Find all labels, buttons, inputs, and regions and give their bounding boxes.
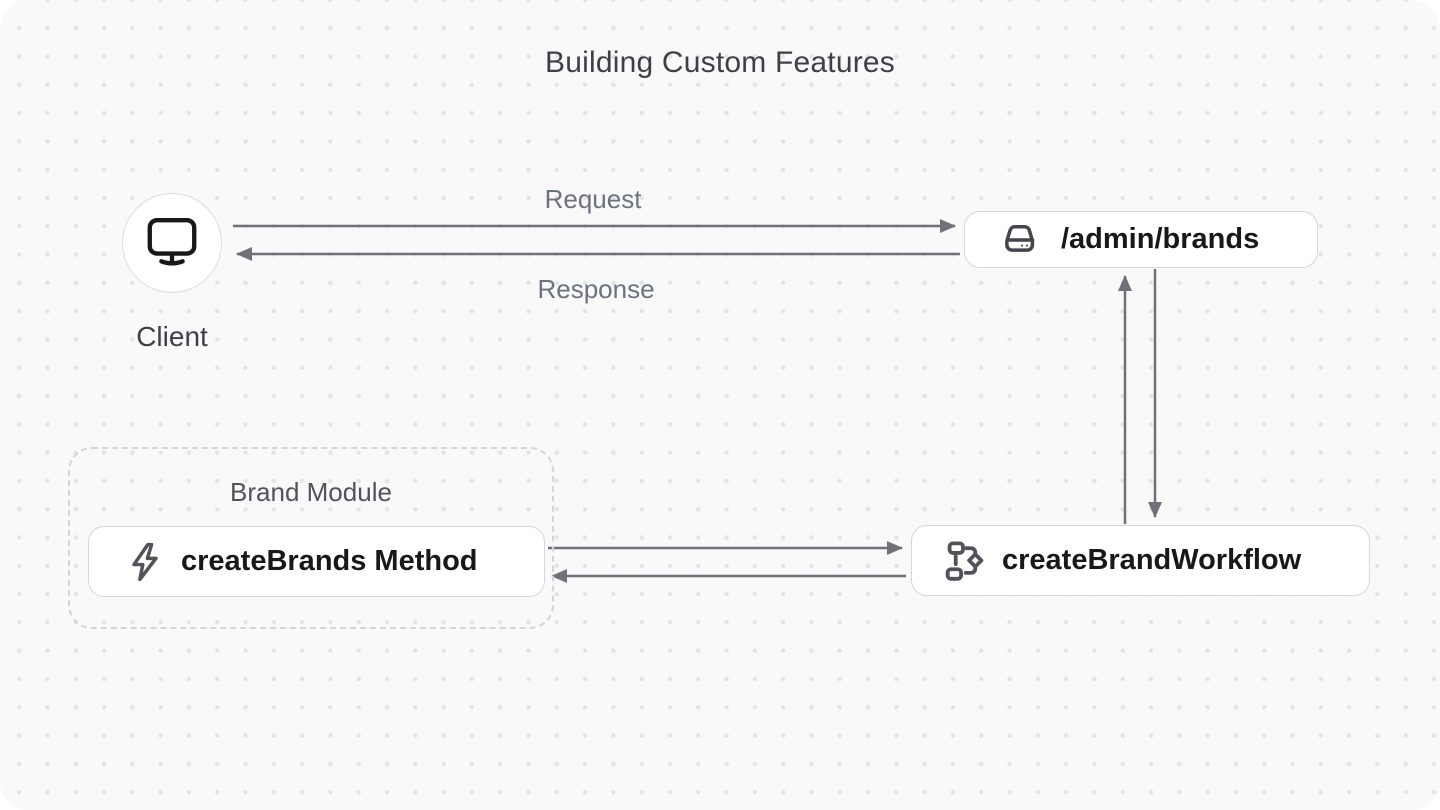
- create-brands-method-label: createBrands Method: [181, 545, 478, 577]
- client-node: [122, 193, 222, 293]
- create-brands-method-node: createBrands Method: [88, 526, 545, 597]
- hard-drive-icon: [999, 219, 1041, 261]
- response-label: Response: [537, 274, 655, 304]
- monitor-icon: [143, 212, 201, 275]
- api-route-node: /admin/brands: [964, 211, 1318, 268]
- brand-module-container: Brand Module: [68, 447, 554, 629]
- brand-module-label: Brand Module: [230, 477, 392, 507]
- create-brand-workflow-node: createBrandWorkflow: [911, 525, 1370, 596]
- api-route-label: /admin/brands: [1061, 223, 1260, 255]
- create-brand-workflow-label: createBrandWorkflow: [1002, 544, 1302, 576]
- client-label: Client: [136, 321, 208, 352]
- request-label: Request: [544, 184, 642, 214]
- workflow-icon: [940, 538, 986, 584]
- diagram-title: Building Custom Features: [545, 46, 895, 79]
- lightning-icon: [123, 540, 167, 584]
